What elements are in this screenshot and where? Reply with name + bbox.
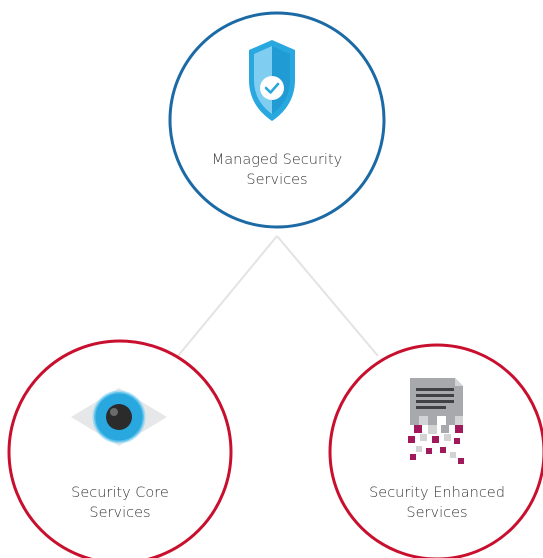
managed-security-label-line-1: Managed Security (211, 152, 343, 168)
eye-icon (71, 388, 167, 446)
security-core-node-ring (7, 339, 233, 558)
shield-check-icon (249, 40, 295, 121)
security-core-label-line-1: Security Core (71, 485, 169, 501)
managed-security-label-line-2: Services (246, 172, 308, 188)
security-enhanced-label-line-2: Services (406, 505, 468, 521)
connector-managed-to-core (177, 235, 278, 357)
document-pixelate-icon (408, 378, 464, 464)
managed-security-label: Managed Security Services (177, 150, 377, 190)
security-core-label: Security Core Services (20, 483, 220, 523)
connector-managed-to-enhanced (276, 235, 379, 357)
managed-security-node-ring (168, 11, 386, 229)
security-enhanced-label: Security Enhanced Services (337, 483, 537, 523)
security-core-label-line-2: Services (89, 505, 151, 521)
security-enhanced-node-ring (328, 343, 543, 558)
security-enhanced-label-line-1: Security Enhanced (369, 485, 505, 501)
